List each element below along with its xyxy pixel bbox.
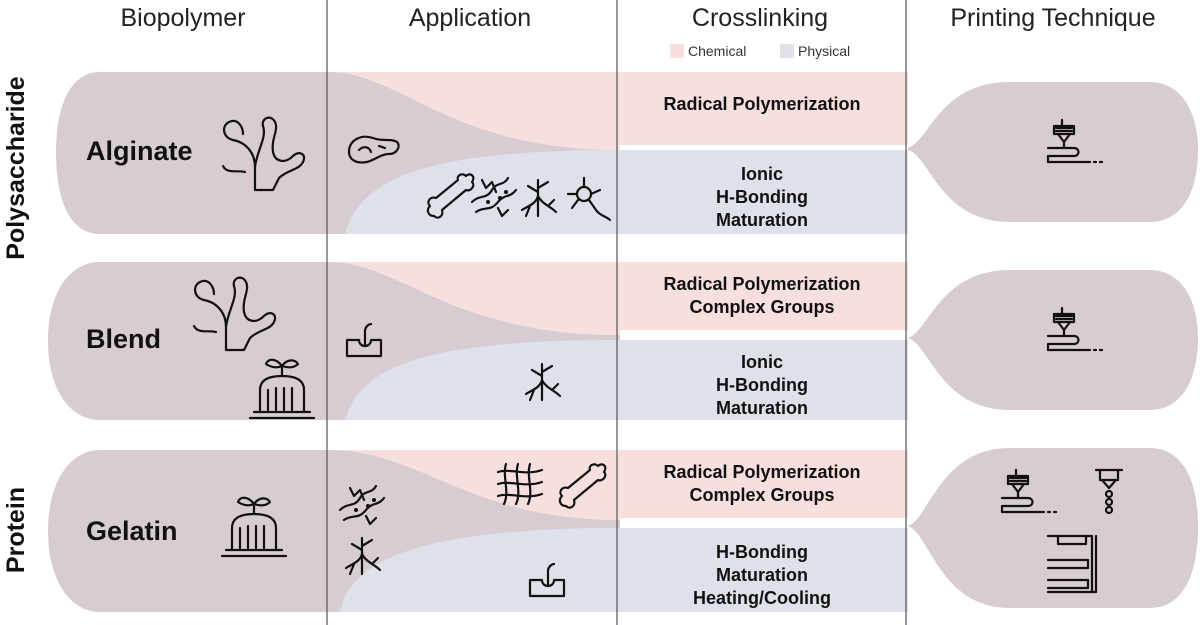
side-label-polysaccharide: Polysaccharide: [2, 76, 30, 260]
header-biopolymer: Biopolymer: [120, 4, 245, 32]
physical-label: Ionic: [741, 352, 783, 372]
printing-band-alginate: [908, 82, 1198, 222]
chemical-band-gelatin: [330, 450, 908, 520]
row-blend-bands: [48, 262, 1198, 420]
physical-label: Maturation: [716, 210, 808, 230]
side-label-protein: Protein: [2, 487, 30, 573]
row-gelatin-bands: [48, 448, 1198, 612]
physical-label: H-Bonding: [716, 375, 808, 395]
physical-label: Heating/Cooling: [693, 588, 831, 608]
header-crosslinking: Crosslinking: [692, 4, 828, 32]
physical-label: Ionic: [741, 164, 783, 184]
biopolymer-name-blend: Blend: [86, 324, 161, 354]
column-dividers: [326, 0, 907, 625]
crosslinking-text: Radical Polymerization Ionic H-Bonding M…: [663, 94, 860, 608]
legend-chemical-swatch: [670, 44, 684, 58]
physical-band-gelatin: [340, 528, 908, 612]
header-printing-technique: Printing Technique: [950, 4, 1155, 32]
chemical-label: Radical Polymerization: [663, 94, 860, 114]
chemical-label: Complex Groups: [689, 297, 834, 317]
legend-physical-label: Physical: [798, 43, 850, 59]
printing-band-blend: [908, 270, 1198, 410]
legend-chemical-label: Chemical: [688, 43, 746, 59]
legend: Chemical Physical: [670, 43, 850, 59]
legend-physical-swatch: [780, 44, 794, 58]
printing-band-gelatin: [908, 448, 1198, 608]
biopolymer-name-alginate: Alginate: [86, 136, 193, 166]
chemical-label: Complex Groups: [689, 485, 834, 505]
physical-band-blend: [345, 340, 908, 420]
chemical-band-blend: [330, 262, 908, 335]
physical-label: H-Bonding: [716, 187, 808, 207]
header-application: Application: [409, 4, 531, 32]
physical-label: Maturation: [716, 565, 808, 585]
chemical-label: Radical Polymerization: [663, 462, 860, 482]
biopolymer-name-gelatin: Gelatin: [86, 516, 178, 546]
physical-label: Maturation: [716, 398, 808, 418]
chemical-label: Radical Polymerization: [663, 274, 860, 294]
row-alginate-bands: [56, 72, 1198, 234]
chemical-band-alginate: [330, 72, 908, 150]
physical-label: H-Bonding: [716, 542, 808, 562]
physical-band-alginate: [345, 150, 908, 234]
